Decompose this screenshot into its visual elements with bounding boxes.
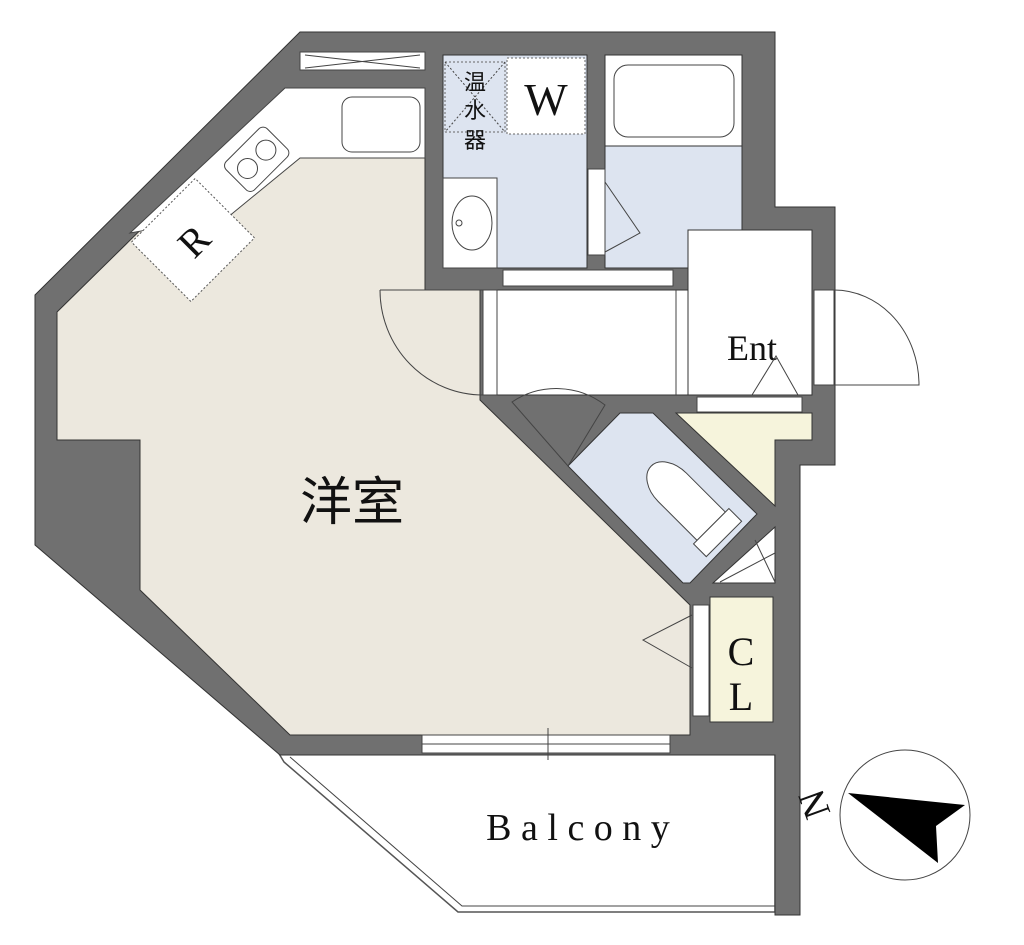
western-room-label: 洋室 xyxy=(300,475,404,532)
water-heater-label-2: 水 xyxy=(464,98,486,123)
balcony-label: B a l c o n y xyxy=(486,807,670,849)
stove xyxy=(224,126,290,192)
shoe-storage xyxy=(674,412,813,508)
closet-label-c: C xyxy=(728,629,755,674)
burner-icon xyxy=(255,139,277,161)
compass: N xyxy=(790,749,971,881)
front-door[interactable] xyxy=(813,289,835,386)
bathtub xyxy=(604,54,743,147)
toilet-door[interactable] xyxy=(511,388,606,467)
bathtub-basin-icon xyxy=(613,64,735,138)
hallway-floor xyxy=(482,289,689,396)
entrance-label: Ent xyxy=(727,328,777,368)
vanity xyxy=(442,177,498,269)
entrance-floor xyxy=(687,229,813,396)
washer-label: W xyxy=(524,74,568,125)
water-heater-label-1: 温 xyxy=(464,70,486,95)
closet-door[interactable] xyxy=(692,604,710,717)
basin-icon xyxy=(451,195,493,251)
closet-label-l: L xyxy=(729,674,753,719)
toilet-icon xyxy=(646,461,743,558)
bath-door[interactable] xyxy=(587,168,606,256)
north-arrow-icon xyxy=(848,793,965,863)
burner-icon xyxy=(237,157,259,179)
water-heater-label-3: 器 xyxy=(464,128,486,153)
room-door[interactable] xyxy=(482,289,498,396)
refrigerator-space: R xyxy=(130,177,256,303)
closet-floor xyxy=(709,596,774,723)
kitchen-sink xyxy=(341,96,421,153)
washer-space xyxy=(506,57,586,135)
water-heater-space xyxy=(444,61,506,133)
